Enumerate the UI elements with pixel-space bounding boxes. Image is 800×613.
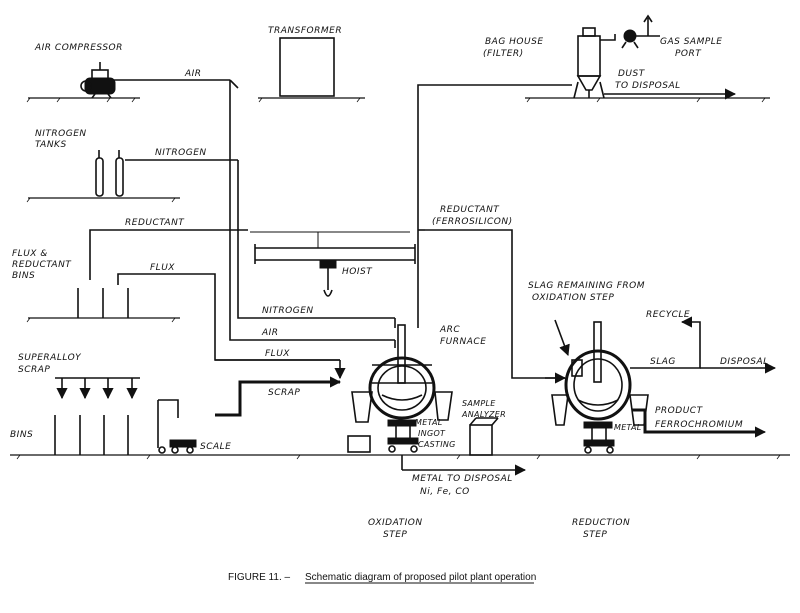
product-label-1: PRODUCT xyxy=(655,406,704,416)
air-label-top: AIR xyxy=(184,69,202,79)
slag-remaining-label-2: OXIDATION STEP xyxy=(532,293,614,303)
figure-caption: Schematic diagram of proposed pilot plan… xyxy=(305,572,536,583)
metal-ingot-label-2: INGOT xyxy=(418,429,446,438)
reduction-step-label-1: REDUCTION xyxy=(572,518,630,528)
nitrogen-label-top: NITROGEN xyxy=(155,148,207,158)
product-label-2: FERROCHROMIUM xyxy=(655,420,743,430)
oxidation-step-label-1: OXIDATION xyxy=(368,518,423,528)
nitrogen-label-mid: NITROGEN xyxy=(262,306,314,316)
hoist-icon xyxy=(250,231,416,297)
reductant-right-label-2: (FERROSILICON) xyxy=(432,217,513,227)
arc-furnace-icon xyxy=(368,324,436,453)
transformer-label: TRANSFORMER xyxy=(268,26,342,36)
metal-ingot-label-3: CASTING xyxy=(418,440,456,449)
metal-ingot-label-1: METAL xyxy=(415,418,443,427)
disposal-label: DISPOSAL xyxy=(720,357,769,367)
dust-label-2: TO DISPOSAL xyxy=(615,81,681,91)
metal-disposal-label-2: Ni, Fe, CO xyxy=(420,487,470,497)
bag-house-label-2: (FILTER) xyxy=(483,49,524,59)
sample-analyzer-label-1: SAMPLE xyxy=(462,399,496,408)
scrap-feed-lines xyxy=(55,377,140,400)
flux-label-mid: FLUX xyxy=(265,349,290,359)
scale-label: SCALE xyxy=(200,442,231,452)
slag-label: SLAG xyxy=(650,357,676,367)
ladle-left xyxy=(351,391,373,423)
metal-disposal-label-1: METAL TO DISPOSAL xyxy=(412,474,513,484)
reduction-step-label-2: STEP xyxy=(583,530,607,540)
flux-reductant-bins xyxy=(77,288,129,318)
ground-lines xyxy=(10,97,790,460)
metal-right-label: METAL xyxy=(614,423,642,432)
dust-label-1: DUST xyxy=(618,69,646,79)
superalloy-label-1: SUPERALLOY xyxy=(18,353,82,363)
arc-furnace-label-1: ARC xyxy=(439,325,460,335)
oxidation-step-label-2: STEP xyxy=(383,530,407,540)
flux-bins-label-3: BINS xyxy=(12,271,35,281)
recycle-label: RECYCLE xyxy=(646,310,690,320)
nitrogen-tanks-label-2: TANKS xyxy=(35,140,67,150)
gas-sample-port-icon xyxy=(621,14,660,49)
bag-house-icon xyxy=(573,27,616,99)
bag-house-label-1: BAG HOUSE xyxy=(485,37,544,47)
air-label-mid: AIR xyxy=(261,328,279,338)
scrap-flow-label: SCRAP xyxy=(268,388,300,398)
air-compressor-icon xyxy=(80,62,116,99)
flux-bins-label-2: REDUCTANT xyxy=(12,260,72,270)
arc-furnace-label-2: FURNACE xyxy=(440,337,486,347)
reduction-ladle-left xyxy=(551,394,569,426)
nitrogen-tanks-icon xyxy=(95,150,124,197)
gas-sample-label-2: PORT xyxy=(675,49,702,59)
reductant-right-label-1: REDUCTANT xyxy=(440,205,500,215)
transformer-box xyxy=(279,37,335,97)
ingot-casting-mold xyxy=(347,435,371,453)
gas-sample-label-1: GAS SAMPLE xyxy=(660,37,722,47)
bins-label: BINS xyxy=(10,430,33,440)
flux-label-top: FLUX xyxy=(150,263,175,273)
sample-analyzer-icon xyxy=(469,417,499,456)
ladle-right xyxy=(434,391,453,421)
superalloy-label-2: SCRAP xyxy=(18,365,50,375)
sample-analyzer-label-2: ANALYZER xyxy=(461,410,506,419)
nitrogen-tanks-label-1: NITROGEN xyxy=(35,129,87,139)
figure-number: FIGURE 11. – xyxy=(228,572,290,583)
reduction-furnace-icon xyxy=(564,321,632,454)
slag-remaining-label-1: SLAG REMAINING FROM xyxy=(528,281,645,291)
reductant-label-left: REDUCTANT xyxy=(125,218,185,228)
hoist-label: HOIST xyxy=(342,267,373,277)
scale-icon xyxy=(157,399,197,454)
air-compressor-label: AIR COMPRESSOR xyxy=(34,43,123,53)
flux-bins-label-1: FLUX & xyxy=(12,249,48,259)
scrap-bins xyxy=(54,415,129,455)
